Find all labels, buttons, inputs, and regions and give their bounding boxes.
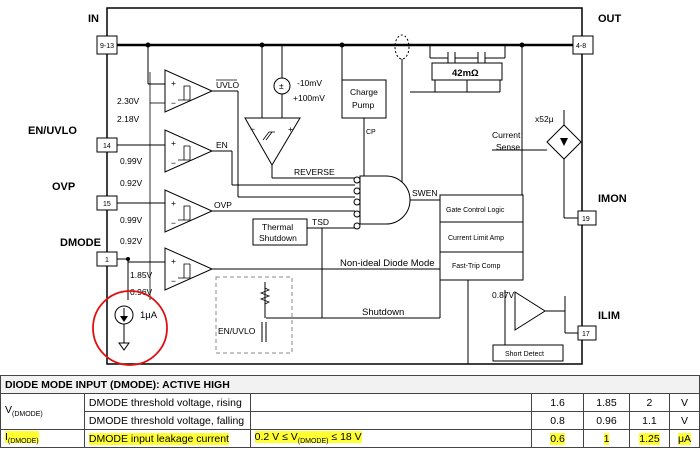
pin-in-label: IN (88, 13, 99, 25)
leak-current-value: 1μA (140, 310, 158, 321)
svg-text:+: + (171, 198, 176, 208)
ovp-fall-threshold: 0.92V (120, 236, 143, 246)
svg-text:+: + (288, 124, 293, 134)
thermal-line2: Shutdown (259, 233, 297, 243)
pin-imon-number: 19 (582, 216, 590, 223)
row-max: 2 (628, 393, 670, 412)
svg-text:±: ± (279, 81, 284, 91)
row-desc: DMODE input leakage current (83, 429, 251, 448)
svg-text:+: + (171, 138, 176, 148)
row-unit: μA (668, 429, 700, 448)
en-rise-threshold: 0.99V (120, 156, 143, 166)
en-fall-threshold: 0.92V (120, 178, 143, 188)
offset-low: -10mV (297, 78, 322, 88)
uvlo-comparator: +− (164, 69, 214, 113)
non-ideal-diode-label: Non-ideal Diode Mode (340, 258, 435, 269)
swen-label: SWEN (412, 188, 438, 198)
sense-gain: x52μ (535, 114, 554, 124)
row-max: 1.1 (628, 411, 670, 430)
row-desc: DMODE threshold voltage, rising (83, 393, 251, 412)
current-sense-line2: Sense (496, 142, 520, 152)
row-typ: 1.85 (583, 393, 630, 412)
dmode-comparator: +− (164, 247, 214, 291)
row-min: 0.8 (531, 411, 585, 430)
uvlo-output-label: UVLO (216, 80, 240, 90)
cp-label: CP (366, 129, 376, 136)
svg-text:+: + (171, 256, 176, 266)
row-cond: 0.2 V ≤ V(DMODE) ≤ 18 V (249, 429, 533, 448)
tsd-label: TSD (312, 217, 329, 227)
ovp-rise-threshold: 0.99V (120, 215, 143, 225)
svg-text:−: − (250, 124, 255, 134)
fast-trip-label: Fast-Trip Comp (452, 263, 500, 270)
row-typ: 1 (583, 429, 630, 448)
dmode-spec-table: DIODE MODE INPUT (DMODE): ACTIVE HIGH V(… (0, 375, 700, 448)
pin-ovp-label: OVP (52, 181, 75, 193)
pin-dmode-number: 1 (105, 257, 109, 264)
pin-out-number: 4-8 (576, 43, 586, 50)
uvlo-fall-threshold: 2.18V (117, 114, 140, 124)
pin-ovp-number: 15 (103, 201, 111, 208)
shutdown-label: Shutdown (362, 307, 404, 318)
ovp-comparator: +− (164, 189, 214, 233)
pin-ilim-label: ILIM (598, 310, 620, 322)
chip-outline (106, 7, 583, 365)
thermal-line1: Thermal (262, 222, 293, 232)
current-limit-label: Current Limit Amp (448, 235, 504, 242)
leakage-callout-circle (92, 290, 168, 366)
pin-in-number: 9-13 (100, 43, 114, 50)
pin-en-uvlo-number: 14 (103, 143, 111, 150)
row-cond (249, 393, 533, 412)
charge-pump-line2: Pump (352, 100, 374, 110)
row-unit: V (668, 393, 700, 412)
current-sense-line1: Current (492, 130, 521, 140)
row-min: 1.6 (531, 393, 585, 412)
dmode-rise-threshold: 1.85V (130, 270, 153, 280)
short-detect-label: Short Detect (505, 351, 544, 358)
en-comparator: +− (164, 129, 214, 173)
ovp-output-label: OVP (214, 200, 232, 210)
gate-control-label: Gate Control Logic (446, 207, 505, 214)
ref-voltage: 0.87V (492, 290, 515, 300)
mosfet-resistance: 42mΩ (452, 68, 479, 79)
en-uvlo-internal-label: EN/UVLO (218, 326, 256, 336)
symbol-vdmode: V(DMODE) (0, 393, 85, 430)
en-output-label: EN (216, 140, 228, 150)
pin-en-uvlo-label: EN/UVLO (28, 125, 77, 137)
charge-pump-line1: Charge (350, 87, 378, 97)
reverse-comparator: −+ (244, 117, 301, 166)
pin-dmode-label: DMODE (60, 237, 101, 249)
table-title: DIODE MODE INPUT (DMODE): ACTIVE HIGH (0, 375, 700, 394)
pin-ilim-number: 17 (582, 331, 590, 338)
offset-high: +100mV (293, 93, 325, 103)
svg-text:−: − (171, 276, 176, 286)
pin-out-label: OUT (598, 13, 622, 25)
reverse-label: REVERSE (294, 167, 335, 177)
swen-and-gate (359, 175, 411, 225)
table-row: V(DMODE) DMODE threshold voltage, rising… (0, 393, 700, 430)
row-max: 1.25 (628, 429, 670, 448)
row-cond (249, 411, 533, 430)
block-diagram: IN 9-13 OUT 4-8 42mΩ +− 2.30V 2.18V UVLO… (28, 7, 627, 366)
pin-imon-label: IMON (598, 193, 627, 205)
table-row: DMODE threshold voltage, falling 0.8 0.9… (1, 411, 700, 430)
row-desc: DMODE threshold voltage, falling (83, 411, 251, 430)
control-logic-block (439, 194, 524, 281)
row-min: 0.6 (531, 429, 585, 448)
symbol-idmode: I(DMODE) (0, 429, 85, 448)
table-row-highlighted: I(DMODE) DMODE input leakage current 0.2… (0, 429, 700, 448)
svg-text:+: + (171, 78, 176, 88)
svg-text:−: − (171, 218, 176, 228)
row-unit: V (668, 411, 700, 430)
row-typ: 0.96 (583, 411, 630, 430)
svg-text:−: − (171, 98, 176, 108)
svg-text:−: − (171, 158, 176, 168)
uvlo-rise-threshold: 2.30V (117, 96, 140, 106)
